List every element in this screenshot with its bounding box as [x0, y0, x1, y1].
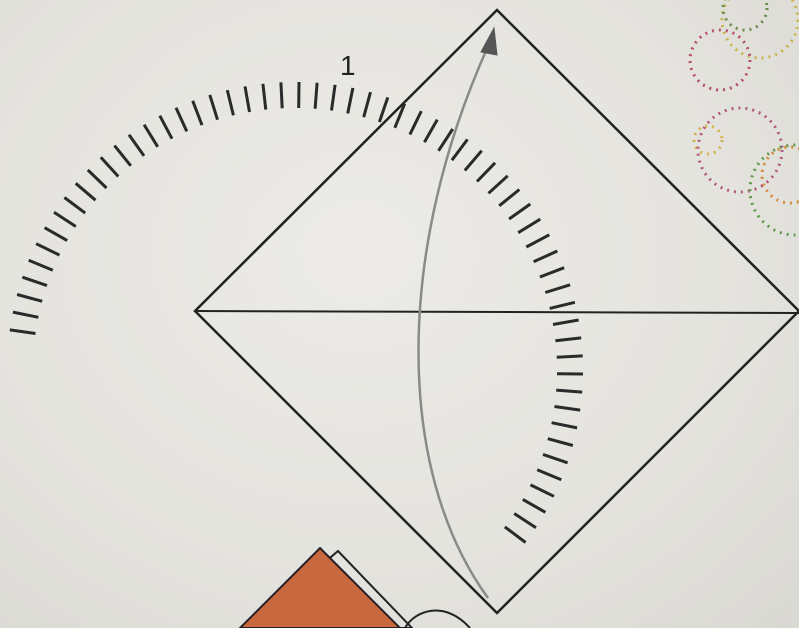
arc-tick-mark [54, 212, 76, 226]
arc-tick-mark [553, 320, 579, 325]
step-number: 1 [340, 52, 356, 80]
arc-tick-mark [210, 95, 218, 120]
arc-tick-mark [424, 120, 437, 143]
arc-tick-mark [465, 151, 482, 171]
arc-tick-mark [10, 330, 36, 334]
arc-tick-mark [332, 85, 336, 111]
fold-arrow-icon [418, 28, 497, 598]
arc-tick-mark [45, 228, 68, 241]
dotted-circles-decoration [690, 0, 799, 235]
arc-tick-mark [410, 111, 421, 134]
arc-tick-mark [115, 146, 131, 166]
arc-tick-mark [76, 183, 96, 200]
arc-tick-mark [499, 190, 519, 206]
arc-tick-mark [550, 302, 575, 308]
arc-tick-mark [176, 108, 187, 132]
arc-tick-mark [29, 260, 53, 270]
arc-tick-mark [263, 84, 266, 110]
arc-tick-mark [537, 470, 561, 480]
arc-tick-mark [526, 235, 549, 247]
arc-tick-mark [379, 97, 387, 122]
arc-tick-mark [101, 157, 119, 176]
arc-tick-mark [36, 244, 59, 255]
arc-tick-mark [543, 454, 568, 462]
arc-tick-mark [348, 88, 353, 114]
arc-tick-mark [17, 295, 42, 302]
arc-tick-mark [281, 82, 282, 108]
arc-tick-mark [540, 268, 564, 277]
arc-tick-mark [144, 125, 158, 147]
arc-tick-mark [557, 356, 583, 357]
arc-tick-mark [555, 338, 581, 341]
arc-tick-mark [552, 423, 578, 428]
arc-tick-mark [193, 101, 202, 125]
arc-tick-mark [160, 116, 172, 139]
arc-tick-mark [64, 198, 85, 214]
arc-tick-mark [452, 139, 468, 160]
arc-tick-mark [545, 285, 570, 293]
arc-tick-mark [556, 390, 582, 392]
arc-tick-mark [509, 204, 530, 219]
arc-tick-mark [22, 277, 47, 285]
arc-tick-mark [555, 407, 581, 411]
arc-tick-mark [245, 86, 250, 112]
arc-tick-mark [523, 499, 546, 512]
arc-tick-mark [227, 90, 233, 115]
arc-tick-mark [129, 135, 144, 156]
arc-tick-mark [534, 251, 558, 262]
folded-paper-model [240, 548, 470, 628]
arc-tick-mark [518, 219, 540, 233]
arc-tick-mark [13, 312, 39, 317]
arc-tick-mark [505, 527, 526, 543]
arc-tick-mark [364, 92, 371, 117]
arc-tick-mark [315, 83, 317, 109]
arc-tick-mark [548, 439, 573, 446]
arc-tick-mark [477, 163, 495, 182]
arc-tick-mark [489, 176, 508, 194]
arc-tick-mark [514, 514, 536, 528]
arc-tick-mark [531, 485, 554, 496]
arc-tick-mark [88, 170, 107, 188]
horizontal-diagonal-line [195, 311, 799, 313]
